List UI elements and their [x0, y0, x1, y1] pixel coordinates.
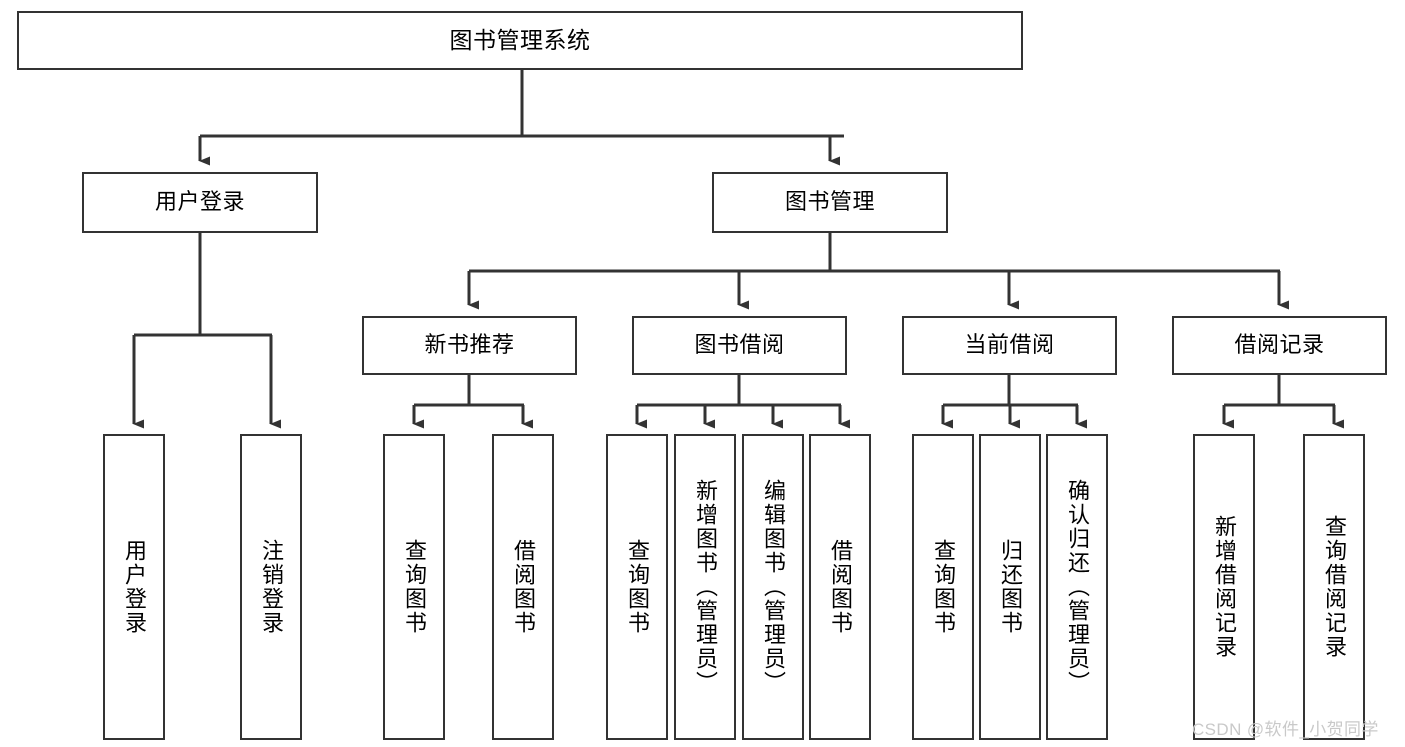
leaf-node-borrow-book-2-label: 借阅图书 [828, 539, 853, 635]
leaf-node-add-record[interactable]: 新增借阅记录 [1193, 434, 1255, 740]
leaf-node-logout-login[interactable]: 注销登录 [240, 434, 302, 740]
node-book-borrow[interactable]: 图书借阅 [632, 316, 847, 375]
leaf-node-return-book-label: 归还图书 [998, 539, 1023, 635]
leaf-node-query-book-1-label: 查询图书 [402, 539, 427, 635]
node-user-login-label: 用户登录 [154, 189, 245, 215]
leaf-node-logout-login-label: 注销登录 [259, 539, 284, 635]
leaf-node-borrow-book-1[interactable]: 借阅图书 [492, 434, 554, 740]
leaf-node-borrow-book-2[interactable]: 借阅图书 [809, 434, 871, 740]
leaf-node-add-book[interactable]: 新增图书（管理员） [674, 434, 736, 740]
node-borrow-record[interactable]: 借阅记录 [1172, 316, 1387, 375]
node-book-borrow-label: 图书借阅 [694, 332, 785, 358]
leaf-node-confirm-return-label: 确认归还（管理员） [1065, 479, 1090, 695]
node-borrow-record-label: 借阅记录 [1234, 332, 1325, 358]
leaf-node-add-book-label: 新增图书（管理员） [693, 479, 718, 695]
node-new-book-recommend[interactable]: 新书推荐 [362, 316, 577, 375]
leaf-node-query-book-3[interactable]: 查询图书 [912, 434, 974, 740]
leaf-node-query-book-3-label: 查询图书 [931, 539, 956, 635]
node-current-borrow-label: 当前借阅 [964, 332, 1055, 358]
node-current-borrow[interactable]: 当前借阅 [902, 316, 1117, 375]
leaf-node-confirm-return[interactable]: 确认归还（管理员） [1046, 434, 1108, 740]
leaf-node-query-record-label: 查询借阅记录 [1322, 515, 1347, 659]
node-user-login[interactable]: 用户登录 [82, 172, 318, 233]
leaf-node-query-record[interactable]: 查询借阅记录 [1303, 434, 1365, 740]
leaf-node-query-book-2[interactable]: 查询图书 [606, 434, 668, 740]
node-book-manage[interactable]: 图书管理 [712, 172, 948, 233]
node-book-manage-label: 图书管理 [784, 189, 875, 215]
node-root-book-management-system[interactable]: 图书管理系统 [17, 11, 1023, 70]
csdn-watermark: CSDN @软件_小贺同学 [1192, 720, 1379, 739]
node-root-label: 图书管理系统 [449, 26, 591, 53]
leaf-node-query-book-2-label: 查询图书 [625, 539, 650, 635]
leaf-node-add-record-label: 新增借阅记录 [1212, 515, 1237, 659]
leaf-node-borrow-book-1-label: 借阅图书 [511, 539, 536, 635]
leaf-node-return-book[interactable]: 归还图书 [979, 434, 1041, 740]
leaf-node-edit-book[interactable]: 编辑图书（管理员） [742, 434, 804, 740]
node-new-book-recommend-label: 新书推荐 [424, 332, 515, 358]
leaf-node-user-login[interactable]: 用户登录 [103, 434, 165, 740]
leaf-node-edit-book-label: 编辑图书（管理员） [761, 479, 786, 695]
leaf-node-query-book-1[interactable]: 查询图书 [383, 434, 445, 740]
leaf-node-user-login-label: 用户登录 [122, 539, 147, 635]
